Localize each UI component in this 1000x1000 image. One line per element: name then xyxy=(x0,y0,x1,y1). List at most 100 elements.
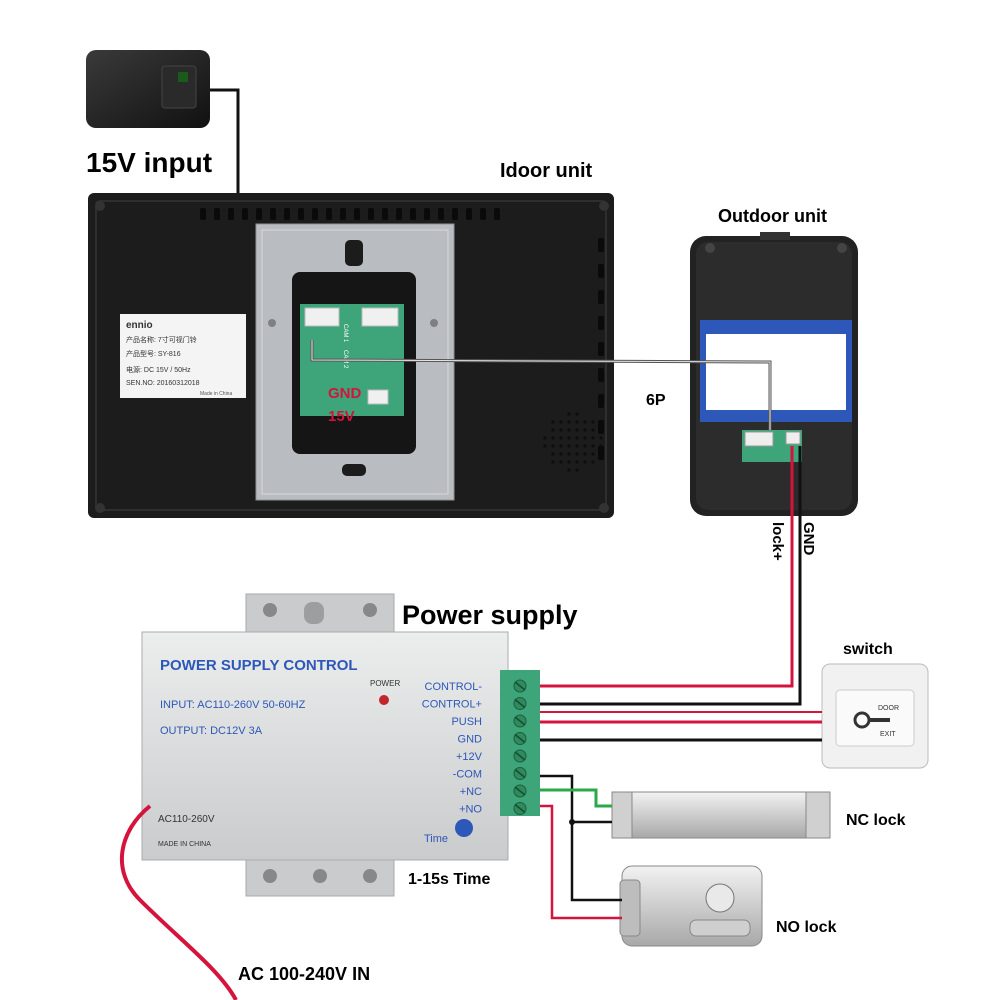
terminal-label: GND xyxy=(458,734,483,746)
vent-slot xyxy=(598,238,604,252)
label-ac-in: AC 100-240V IN xyxy=(238,964,370,984)
outdoor-unit xyxy=(690,232,858,516)
indoor-sticker xyxy=(120,314,246,398)
sticker-made: Made in China xyxy=(200,391,232,397)
connector-cam1: CAM 1 xyxy=(342,324,348,343)
speaker-hole xyxy=(567,460,571,464)
sticker-line4: SEN.NO: 20160312018 xyxy=(126,380,200,387)
vent-slot xyxy=(598,316,604,330)
indoor-unit: ennio 产品名称: 7寸可视门铃 产品型号: SY-816 电源: DC 1… xyxy=(88,193,614,518)
speaker-hole xyxy=(567,452,571,456)
mounting-bracket: CAM 1 CAM 2 xyxy=(255,223,455,501)
speaker-hole xyxy=(567,436,571,440)
terminal-label: +12V xyxy=(456,751,483,763)
speaker-hole xyxy=(575,436,579,440)
speaker-hole xyxy=(559,452,563,456)
vent-slot xyxy=(326,208,332,220)
box-power-led-label: POWER xyxy=(370,679,400,688)
wire-com-no xyxy=(570,822,622,902)
speaker-hole xyxy=(559,436,563,440)
vent-slot xyxy=(598,342,604,356)
speaker-hole xyxy=(575,412,579,416)
vent-slot xyxy=(598,394,604,408)
speaker-hole xyxy=(551,436,555,440)
box-made: MADE IN CHINA xyxy=(158,841,211,848)
label-time-range: 1-15s Time xyxy=(408,871,491,888)
power-adapter xyxy=(86,50,210,128)
no-lock xyxy=(619,865,763,947)
speaker-hole xyxy=(559,420,563,424)
label-15v-indoor: 15V xyxy=(328,408,355,425)
speaker-hole xyxy=(567,468,571,472)
speaker-hole xyxy=(559,460,563,464)
vent-slot xyxy=(354,208,360,220)
vent-slot xyxy=(284,208,290,220)
vent-slot xyxy=(598,420,604,434)
label-switch: switch xyxy=(843,641,893,658)
label-nc-lock: NC lock xyxy=(846,812,906,829)
label-six-p: 6P xyxy=(646,392,666,409)
nc-lock xyxy=(611,791,831,839)
time-knob xyxy=(455,819,473,837)
vent-slot xyxy=(410,208,416,220)
vent-slot xyxy=(200,208,206,220)
speaker-hole xyxy=(567,412,571,416)
vent-slot xyxy=(598,290,604,304)
speaker-hole xyxy=(551,444,555,448)
speaker-hole xyxy=(583,444,587,448)
label-gnd-outdoor: GND xyxy=(800,522,817,556)
speaker-hole xyxy=(583,436,587,440)
speaker-hole xyxy=(591,444,595,448)
vent-slot xyxy=(256,208,262,220)
vent-slot xyxy=(242,208,248,220)
speaker-hole xyxy=(575,444,579,448)
speaker-hole xyxy=(551,420,555,424)
terminal-label: +NO xyxy=(459,804,482,816)
vent-slot xyxy=(452,208,458,220)
speaker-hole xyxy=(583,428,587,432)
label-outdoor-unit: Outdoor unit xyxy=(718,206,827,226)
box-output: OUTPUT: DC12V 3A xyxy=(160,725,263,737)
vent-slot xyxy=(466,208,472,220)
vent-slot xyxy=(480,208,486,220)
vent-slot xyxy=(214,208,220,220)
speaker-hole xyxy=(551,428,555,432)
vent-slot xyxy=(368,208,374,220)
speaker-hole xyxy=(559,428,563,432)
speaker-hole xyxy=(551,452,555,456)
speaker-hole xyxy=(543,436,547,440)
vent-slot xyxy=(340,208,346,220)
sticker-brand: ennio xyxy=(126,320,153,331)
exit-switch xyxy=(821,663,929,769)
speaker-hole xyxy=(591,436,595,440)
label-lock-plus: lock+ xyxy=(769,522,786,561)
box-title: POWER SUPPLY CONTROL xyxy=(160,657,358,674)
vent-slot xyxy=(598,368,604,382)
speaker-hole xyxy=(575,420,579,424)
speaker-hole xyxy=(583,452,587,456)
wire-lock-plus xyxy=(540,446,794,688)
wire-gnd-outdoor xyxy=(540,446,802,706)
vent-slot xyxy=(382,208,388,220)
speaker-hole xyxy=(567,444,571,448)
vent-slot xyxy=(312,208,318,220)
box-ac-label: AC110-260V xyxy=(158,814,215,825)
vent-slot xyxy=(298,208,304,220)
vent-slot xyxy=(228,208,234,220)
sticker-line2: 产品型号: SY-816 xyxy=(126,349,181,358)
switch-exit-label: EXIT xyxy=(880,731,896,738)
speaker-hole xyxy=(583,420,587,424)
label-power-supply: Power supply xyxy=(402,600,578,630)
speaker-hole xyxy=(575,460,579,464)
label-indoor-unit: Idoor unit xyxy=(500,160,593,182)
switch-door-label: DOOR xyxy=(878,705,899,712)
speaker-hole xyxy=(543,444,547,448)
terminal-label: PUSH xyxy=(451,716,482,728)
speaker-hole xyxy=(599,436,603,440)
speaker-hole xyxy=(567,420,571,424)
wire-com xyxy=(540,774,612,824)
speaker-hole xyxy=(591,460,595,464)
vent-slot xyxy=(598,446,604,460)
speaker-hole xyxy=(583,460,587,464)
